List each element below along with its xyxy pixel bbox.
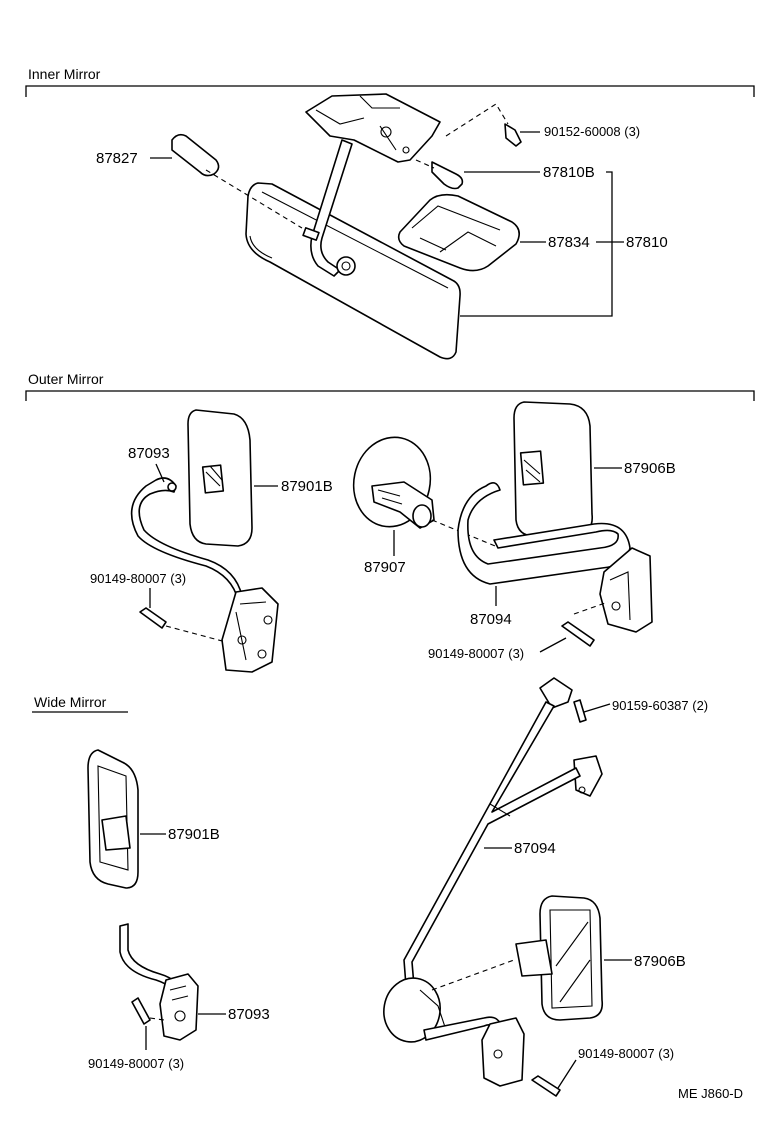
section-title-wide: Wide Mirror	[34, 694, 107, 710]
map-lamp-lens-detail	[411, 205, 501, 253]
wide-spot-mirror-arm	[419, 989, 447, 1031]
label-87810B: 87810B	[543, 164, 595, 181]
map-lamp-housing	[397, 193, 520, 272]
guide-bulb	[415, 159, 435, 169]
inner-mirror-clip	[302, 227, 320, 241]
label-87901B-outer: 87901B	[281, 478, 333, 495]
outer-mirror-right-base-detail	[609, 571, 631, 621]
wide-mirror-left-holder	[101, 815, 131, 851]
section-wide-mirror: Wide Mirror	[32, 694, 128, 713]
outer-mirror-left-bolt	[139, 607, 167, 629]
inner-mirror-mount-detail	[315, 95, 400, 151]
wide-right-base	[481, 1017, 525, 1087]
wide-right-base-hole	[493, 1049, 503, 1059]
section-title-inner: Inner Mirror	[28, 66, 101, 82]
leader-87810-bracket	[460, 171, 613, 317]
wide-mirror-left-glass	[97, 765, 129, 871]
outer-mirror-left	[130, 409, 279, 673]
round-mirror-clamp	[412, 504, 432, 528]
inner-mirror-mount-hole-2	[402, 146, 410, 154]
wide-mirror-right-glare	[555, 921, 591, 1003]
label-87827: 87827	[96, 150, 138, 167]
inner-mirror-screw	[504, 123, 522, 147]
wide-right-bolt	[531, 1075, 561, 1097]
wide-top-screw	[573, 699, 587, 723]
guide-wide-right-mirror	[431, 959, 515, 991]
outer-mirror-round	[352, 436, 501, 549]
inner-mirror-pivot-hub	[341, 261, 351, 271]
map-lamp-bulb	[431, 161, 464, 190]
leader-90149-outer-right	[539, 637, 567, 653]
label-87094-wide: 87094	[514, 840, 556, 857]
label-90159: 90159-60387 (2)	[612, 698, 708, 713]
label-87810: 87810	[626, 234, 668, 251]
section-outer-mirror: Outer Mirror	[25, 371, 755, 401]
leader-87093-outer	[155, 463, 165, 483]
leader-90149-wide-right	[557, 1059, 577, 1089]
inner-mirror-cap	[171, 133, 220, 177]
label-90149-wide-left: 90149-80007 (3)	[88, 1056, 184, 1071]
outer-mirror-left-holder-detail	[205, 465, 223, 487]
outer-mirror-left-base-hole-1	[263, 615, 273, 625]
label-87834: 87834	[548, 234, 590, 251]
label-87906B-wide: 87906B	[634, 953, 686, 970]
wide-stay-side-bracket-hole	[578, 786, 586, 794]
outer-mirror-left-base-detail	[235, 601, 267, 661]
guide-outer-right-bolt	[573, 601, 609, 615]
outer-mirror-left-stay-tip	[167, 482, 177, 492]
guide-cap	[205, 169, 303, 229]
inner-mirror-edge	[249, 191, 449, 289]
inner-mirror-pivot	[336, 256, 356, 276]
leader-90159	[583, 703, 611, 713]
guide-wide-left-bolt	[149, 1017, 165, 1021]
wide-mirror-left-bolt	[131, 997, 151, 1025]
section-bracket-outer	[25, 390, 755, 401]
label-87093-outer: 87093	[128, 445, 170, 462]
wide-mirror-left-base-hole	[174, 1010, 186, 1022]
outer-mirror-right-holder	[519, 450, 545, 486]
wide-mirror-left-base-detail	[169, 985, 189, 1001]
outer-mirror-right	[457, 401, 653, 647]
outer-mirror-right-base	[599, 547, 653, 633]
wide-stay-side-bracket	[573, 755, 603, 797]
wide-mirror-right-holder	[515, 939, 553, 977]
section-title-outer: Outer Mirror	[28, 371, 104, 387]
inner-mirror-group	[171, 93, 522, 360]
round-mirror-detail	[377, 489, 403, 505]
outer-mirror-left-base-hole-3	[237, 635, 247, 645]
wide-mirror-right-glass	[549, 909, 593, 1009]
label-90149-wide-right: 90149-80007 (3)	[578, 1046, 674, 1061]
outer-mirror-left-base	[221, 587, 279, 673]
outer-mirror-right-stay	[457, 482, 631, 585]
section-bracket-inner	[25, 85, 755, 97]
wide-long-stay-joint	[489, 803, 511, 817]
inner-mirror-mount-bracket	[305, 93, 441, 163]
label-87094-outer: 87094	[470, 611, 512, 628]
wide-mirror-left	[87, 749, 199, 1041]
guide-outer-left-bolt	[165, 625, 227, 643]
guide-screw	[445, 103, 509, 137]
label-90152: 90152-60008 (3)	[544, 124, 640, 139]
outer-mirror-left-base-hole-2	[257, 649, 267, 659]
outer-mirror-right-base-hole	[611, 601, 621, 611]
diagram-code: ME J860-D	[678, 1086, 743, 1101]
label-90149-outer-right: 90149-80007 (3)	[428, 646, 524, 661]
outer-mirror-left-stay	[130, 477, 243, 601]
label-87901B-wide: 87901B	[168, 826, 220, 843]
label-90149-outer-left: 90149-80007 (3)	[90, 571, 186, 586]
label-87907: 87907	[364, 559, 406, 576]
wide-mirror-left-base	[159, 973, 199, 1041]
outer-mirror-right-bolt	[561, 621, 595, 647]
wide-mirror-right	[383, 677, 604, 1097]
wide-spot-mirror	[383, 977, 441, 1043]
section-inner-mirror: Inner Mirror	[25, 66, 755, 97]
wide-mirror-right-head	[539, 895, 604, 1021]
label-87093-wide: 87093	[228, 1006, 270, 1023]
outer-mirror-right-holder-detail	[523, 459, 541, 483]
inner-mirror-mount-hole	[380, 126, 392, 138]
label-87906B-outer: 87906B	[624, 460, 676, 477]
